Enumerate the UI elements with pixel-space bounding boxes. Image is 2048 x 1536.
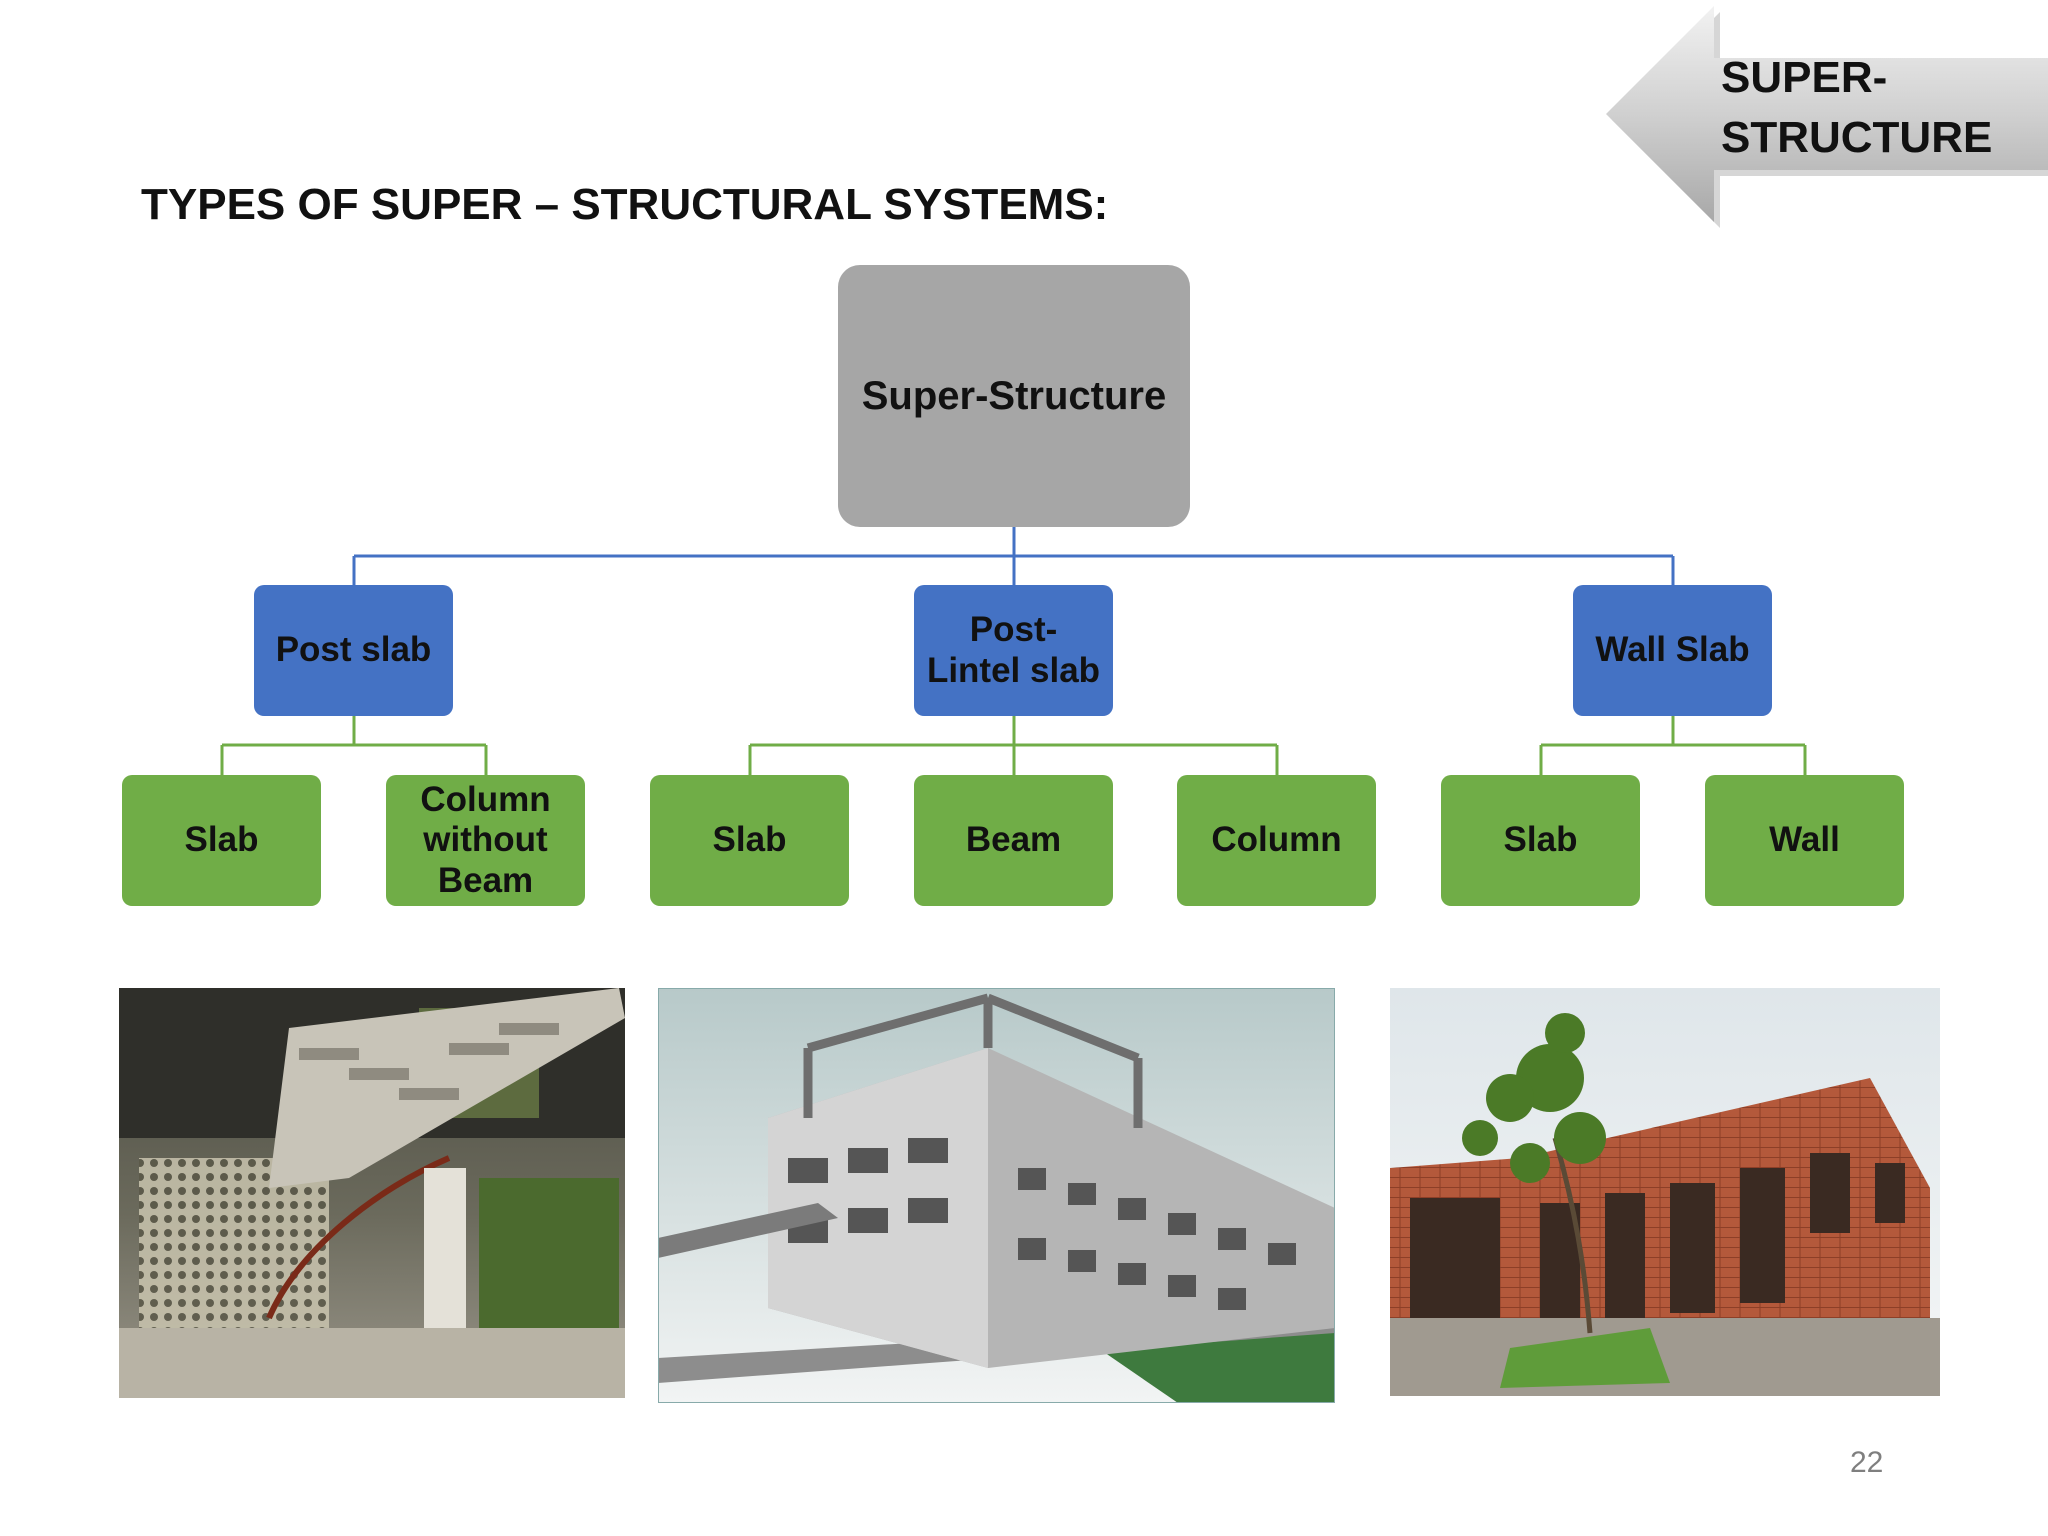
banner-arrow-icon xyxy=(1606,6,2048,228)
leaf-node-slab-2: Slab xyxy=(650,775,849,906)
slide-heading: TYPES OF SUPER – STRUCTURAL SYSTEMS: xyxy=(141,180,1109,229)
root-node-super-structure: Super-Structure xyxy=(838,265,1190,527)
brick-wall-slab-photo xyxy=(1390,988,1940,1396)
leaf-node-beam: Beam xyxy=(914,775,1113,906)
branch-node-wall-slab: Wall Slab xyxy=(1573,585,1772,716)
banner-line-1: SUPER- xyxy=(1721,53,1888,102)
post-lintel-3d-model-image xyxy=(658,988,1335,1403)
leaf-node-slab-3: Slab xyxy=(1441,775,1640,906)
banner-line-2: STRUCTURE xyxy=(1721,113,1993,162)
page-number: 22 xyxy=(1850,1446,1884,1479)
leaf-node-column-without-beam: Column without Beam xyxy=(386,775,585,906)
leaf-node-wall: Wall xyxy=(1705,775,1904,906)
branch-node-post-lintel-slab: Post- Lintel slab xyxy=(914,585,1113,716)
leaf-node-column: Column xyxy=(1177,775,1376,906)
leaf-node-slab-1: Slab xyxy=(122,775,321,906)
post-slab-staircase-photo xyxy=(119,988,625,1398)
banner-title: SUPER- STRUCTURE xyxy=(1721,48,1992,168)
branch-node-post-slab: Post slab xyxy=(254,585,453,716)
